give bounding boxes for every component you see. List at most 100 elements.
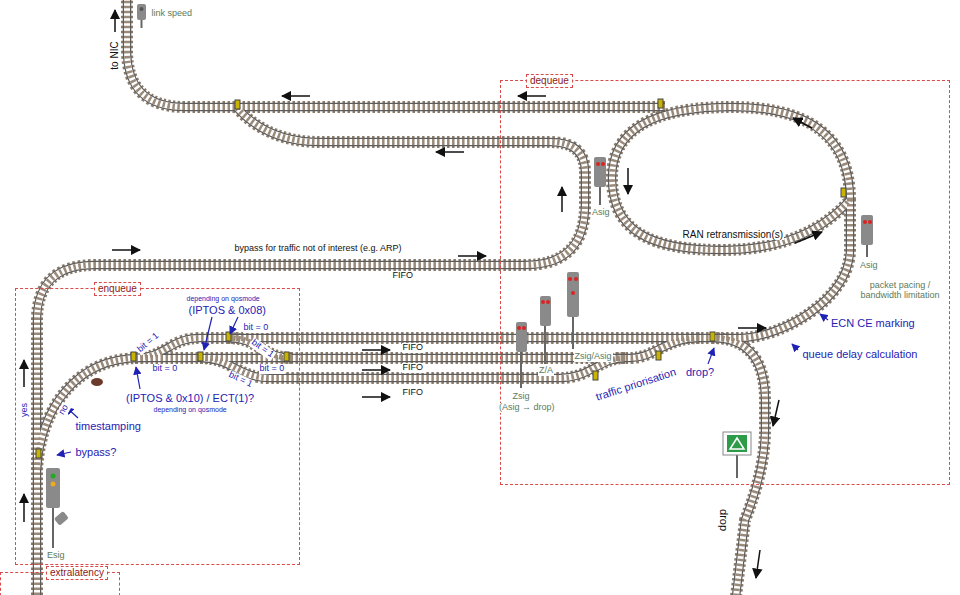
rail-switch (284, 352, 289, 361)
queue-label: FIFO (402, 343, 425, 353)
railway-signal (544, 326, 546, 364)
branch-label: no (57, 402, 72, 417)
recycle-sign (727, 435, 747, 452)
annotation: timestamping (75, 420, 142, 432)
railway-signal (868, 220, 872, 224)
buffer-car (91, 378, 103, 386)
railway-signal (51, 482, 56, 487)
queue-label: FIFO (402, 363, 425, 373)
railway-signal (522, 326, 526, 330)
leader-arrow (57, 314, 828, 455)
railway-signal (517, 326, 521, 330)
rail-switch (235, 100, 240, 109)
railway-signal (540, 296, 551, 326)
annotation: depending on qosmode (186, 295, 261, 303)
railway-signal (541, 300, 545, 304)
railway-track (37, 0, 850, 595)
railway-signal (596, 162, 600, 166)
track-label: drop (718, 508, 730, 532)
direction-arrow (458, 255, 486, 257)
track-note: bypass for traffic not of interest (e.g.… (234, 244, 403, 254)
direction-arrow (362, 349, 390, 351)
railway-signal (520, 352, 522, 388)
leader-arrow (820, 314, 828, 320)
direction-label: to NIC (109, 40, 120, 70)
rail-switch (658, 99, 663, 108)
annotation: ECN CE marking (830, 317, 916, 329)
railway-signal (46, 468, 60, 508)
direction-arrow (738, 327, 766, 329)
railway-signal (861, 215, 873, 245)
leader-arrow (792, 344, 798, 350)
annotation: drop? (685, 366, 715, 378)
railway-signal (574, 277, 578, 281)
rail-switch (36, 449, 41, 458)
direction-arrow (23, 360, 25, 387)
railway-signal (863, 220, 867, 224)
branch-label: bit = 0 (243, 323, 270, 333)
signal-name: Esig (46, 551, 66, 561)
leader-arrow (136, 367, 140, 389)
railway-signal (866, 245, 868, 257)
buffer-car (91, 378, 103, 386)
direction-arrow (436, 151, 464, 153)
leader-arrow (708, 348, 714, 364)
railway-signal (46, 4, 873, 548)
branch-label: bit = 1 (248, 337, 276, 360)
railway-signal (137, 4, 146, 20)
branch-label: yes (20, 402, 30, 418)
track-note: RAN retransmission(s) (682, 229, 785, 240)
recycle-sign (723, 432, 751, 478)
annotation: bypass? (75, 446, 118, 458)
signal-name: Zsig (512, 392, 531, 402)
rail-switch (131, 352, 136, 361)
direction-arrow (112, 249, 140, 251)
signal-name: Asig (859, 261, 879, 271)
rail-switch (36, 99, 846, 458)
signal-name: Zsig/Asig (574, 352, 613, 362)
railway-signal (572, 317, 574, 349)
rail-switch (656, 351, 661, 360)
railway-signal (516, 322, 527, 352)
signal-name: Z/A (538, 366, 554, 376)
branch-label: bit = 1 (226, 370, 254, 390)
recycle-sign (736, 455, 738, 478)
direction-arrow (23, 494, 25, 522)
leader-arrow (204, 317, 212, 350)
railway-signal (568, 277, 572, 281)
annotation: traffic priorisation (593, 365, 678, 403)
railway-signal (599, 187, 601, 205)
region-heading: extralatency (46, 566, 108, 580)
railway-signal (546, 300, 550, 304)
annotation: queue delay calculation (802, 348, 919, 360)
railway-track (37, 0, 850, 595)
signal-note: packet pacing / bandwidth limitation (854, 281, 946, 301)
rail-switch (593, 371, 598, 380)
railway-signal (567, 272, 579, 317)
direction-arrow (114, 10, 116, 32)
railway-track (37, 0, 850, 595)
queue-label: FIFO (392, 271, 415, 281)
direction-arrow (362, 369, 390, 371)
region-box: extralatency (0, 572, 120, 595)
direction-arrow (627, 168, 629, 194)
branch-label: bit = 0 (152, 364, 179, 374)
signal-name: link speed (151, 9, 194, 19)
recycle-sign (723, 432, 751, 455)
direction-arrow (756, 550, 760, 578)
queue-label: FIFO (402, 388, 425, 398)
railway-signal (54, 511, 69, 526)
direction-arrow (518, 95, 546, 97)
region-heading: dequeue (526, 74, 573, 88)
railway-signal (52, 508, 54, 548)
branch-label: bit = 1 (134, 331, 161, 356)
rail-switch (198, 352, 203, 361)
leader-arrow (230, 317, 238, 334)
railway-track (37, 0, 850, 595)
direction-arrow (561, 187, 563, 212)
direction-arrow (24, 10, 822, 578)
